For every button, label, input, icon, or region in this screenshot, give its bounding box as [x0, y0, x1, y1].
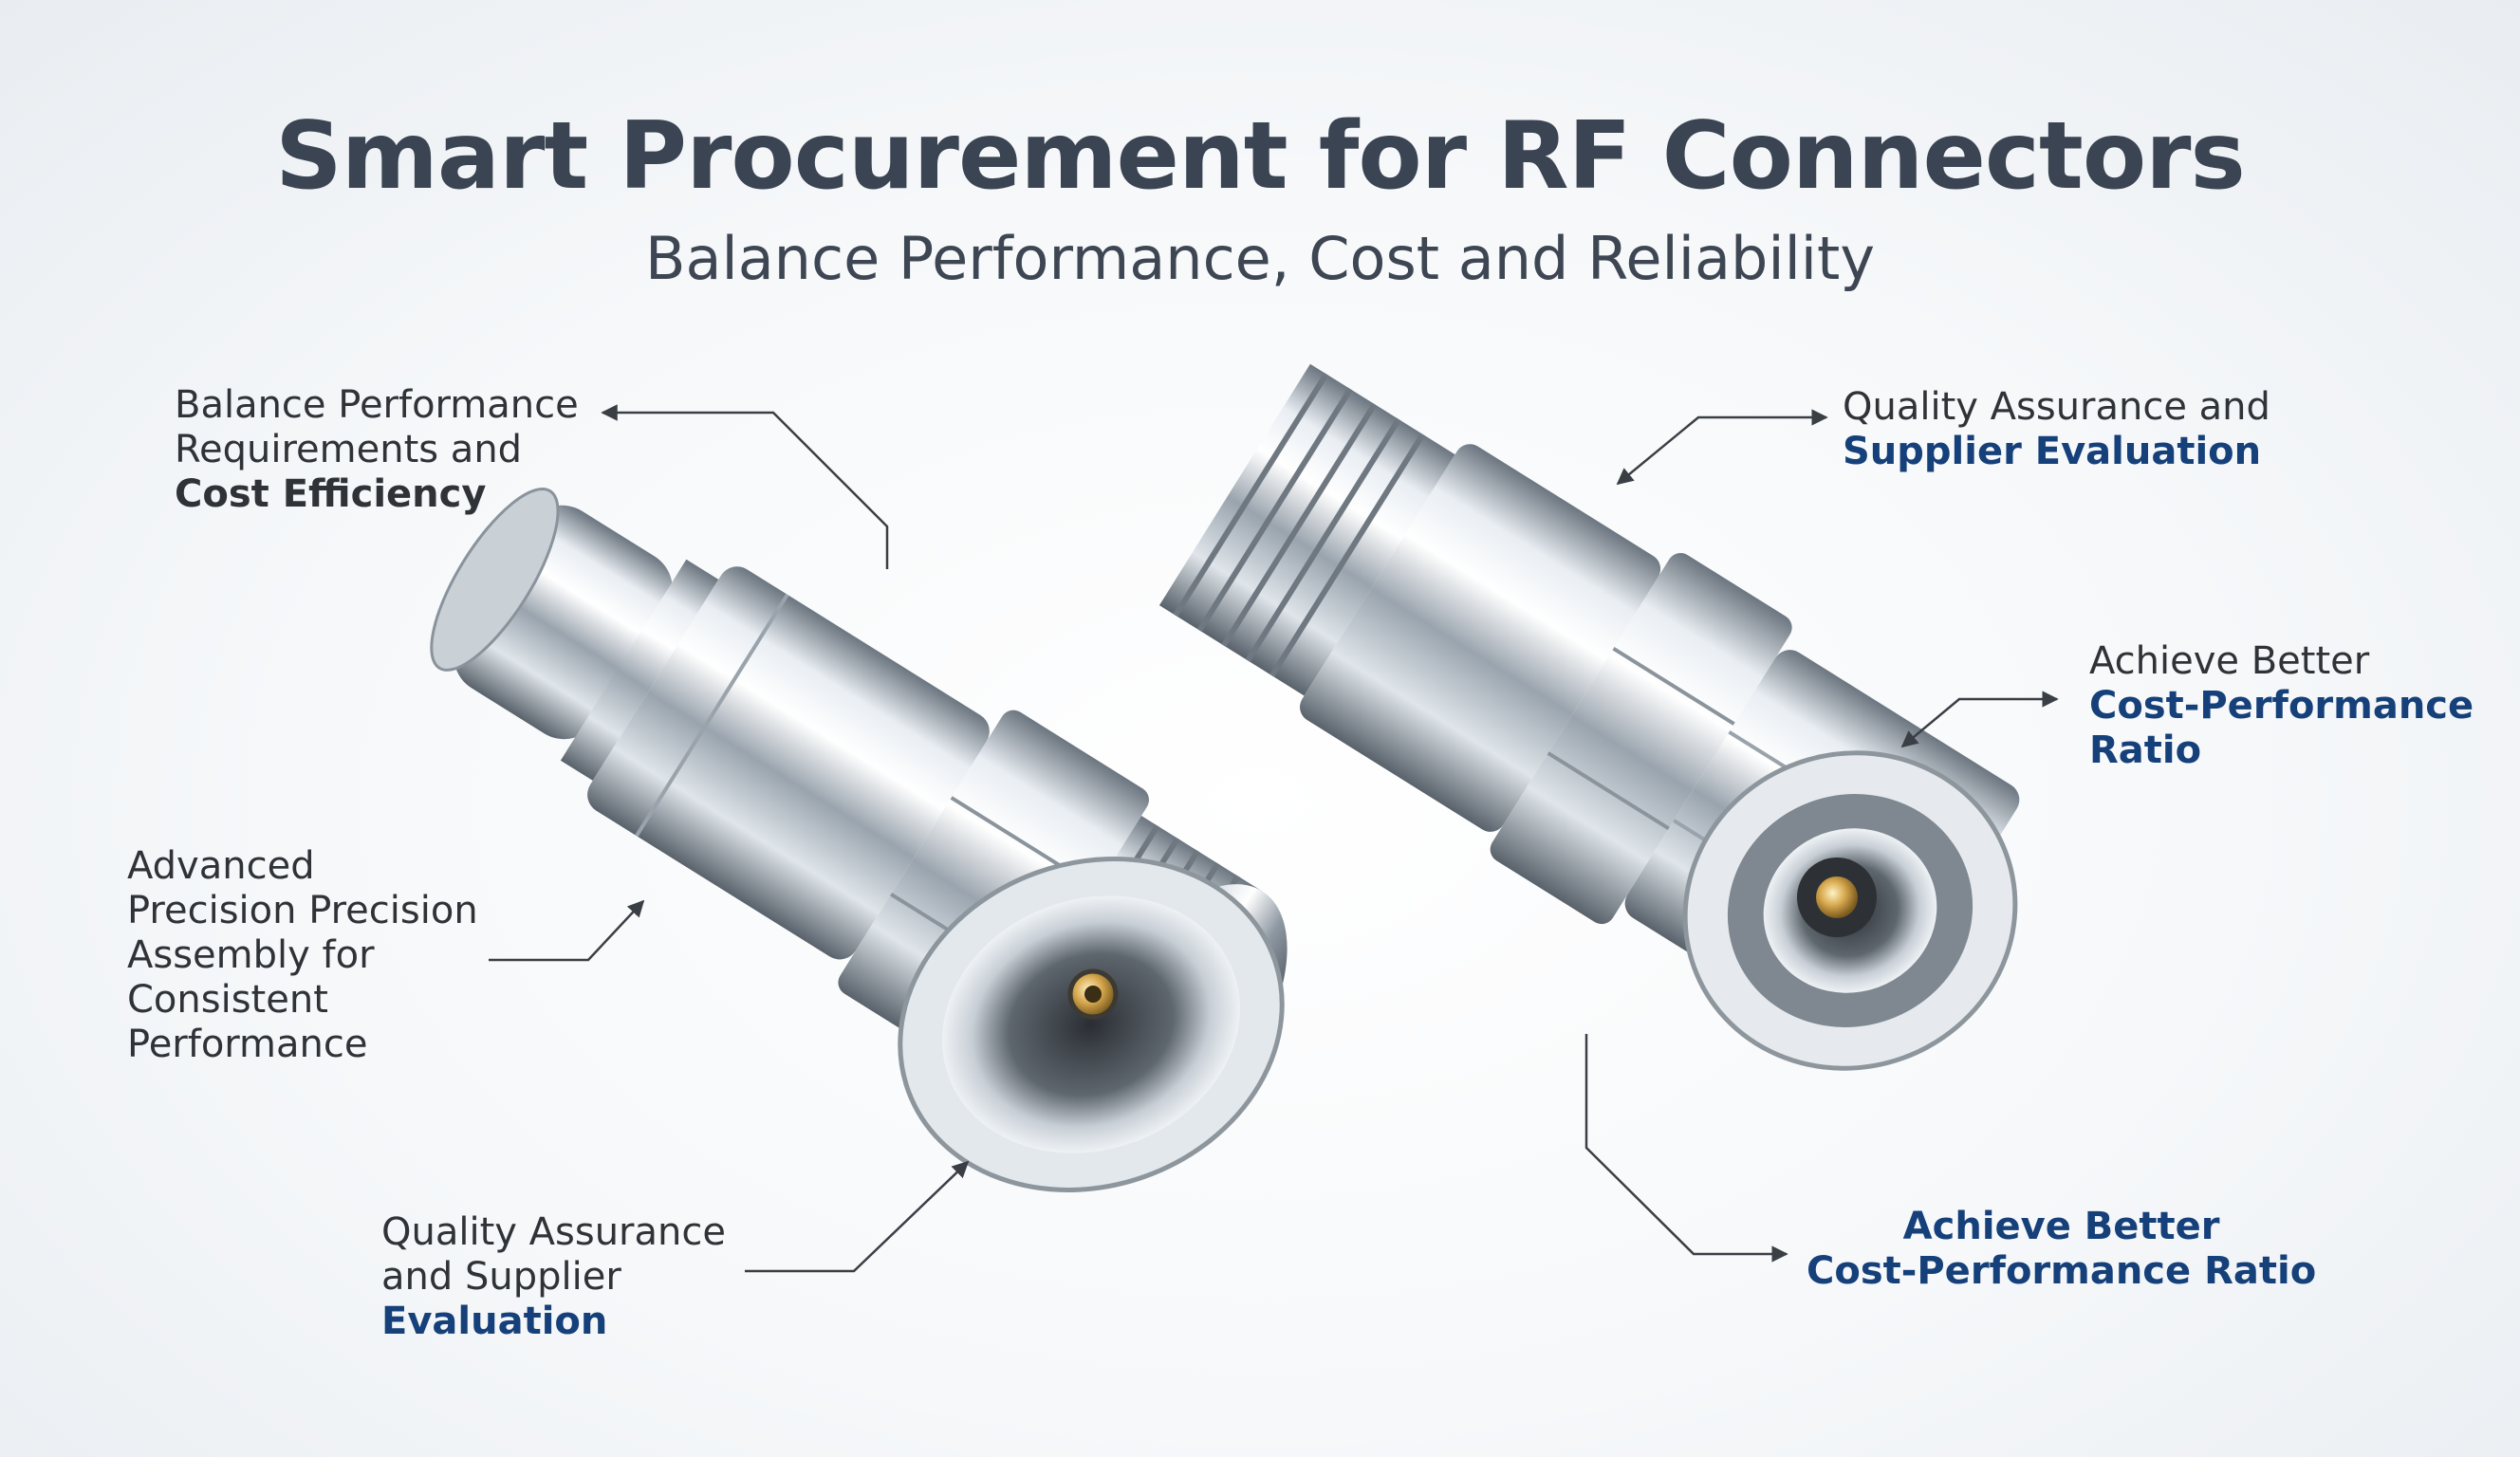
callout-line: Precision Precision — [127, 889, 478, 932]
callout-line: Performance — [127, 1023, 368, 1066]
callout-line: Ratio — [2089, 728, 2202, 772]
callout-line: Balance Performance — [175, 383, 579, 427]
callout-line: Requirements and — [175, 428, 523, 471]
left-connector-face — [898, 857, 1285, 1192]
callout-line: Achieve Better — [2089, 639, 2370, 683]
callout-line: and Supplier — [381, 1255, 621, 1299]
leader-lines — [489, 404, 2059, 1273]
callout-line: Quality Assurance — [381, 1210, 726, 1254]
callout-line: Assembly for — [127, 933, 375, 977]
callout-line: Supplier Evaluation — [1843, 430, 2262, 473]
callout-left-top: Balance Performance Requirements and Cos… — [175, 383, 579, 517]
right-connector-face — [1682, 750, 2018, 1071]
callout-right-bottom: Achieve Better Cost-Performance Ratio — [1807, 1205, 2316, 1294]
callout-left-middle: Advanced Precision Precision Assembly fo… — [127, 844, 478, 1067]
callout-line: Cost-Performance — [2089, 684, 2474, 728]
page-subtitle: Balance Performance, Cost and Reliabilit… — [644, 224, 1876, 293]
callout-line: Consistent — [127, 978, 328, 1022]
callout-line: Achieve Better — [1902, 1205, 2220, 1248]
callout-left-bottom: Quality Assurance and Supplier Evaluatio… — [381, 1210, 726, 1344]
callout-right-middle: Achieve Better Cost-Performance Ratio — [2089, 639, 2474, 773]
callout-line: Cost Efficiency — [175, 472, 487, 516]
callout-line: Advanced — [127, 844, 315, 888]
callout-line: Cost-Performance Ratio — [1807, 1249, 2317, 1293]
page-title: Smart Procurement for RF Connectors — [275, 102, 2246, 211]
callout-line: Evaluation — [381, 1300, 608, 1343]
callout-right-top: Quality Assurance and Supplier Evaluatio… — [1843, 385, 2270, 474]
callout-line: Quality Assurance and — [1843, 385, 2270, 429]
